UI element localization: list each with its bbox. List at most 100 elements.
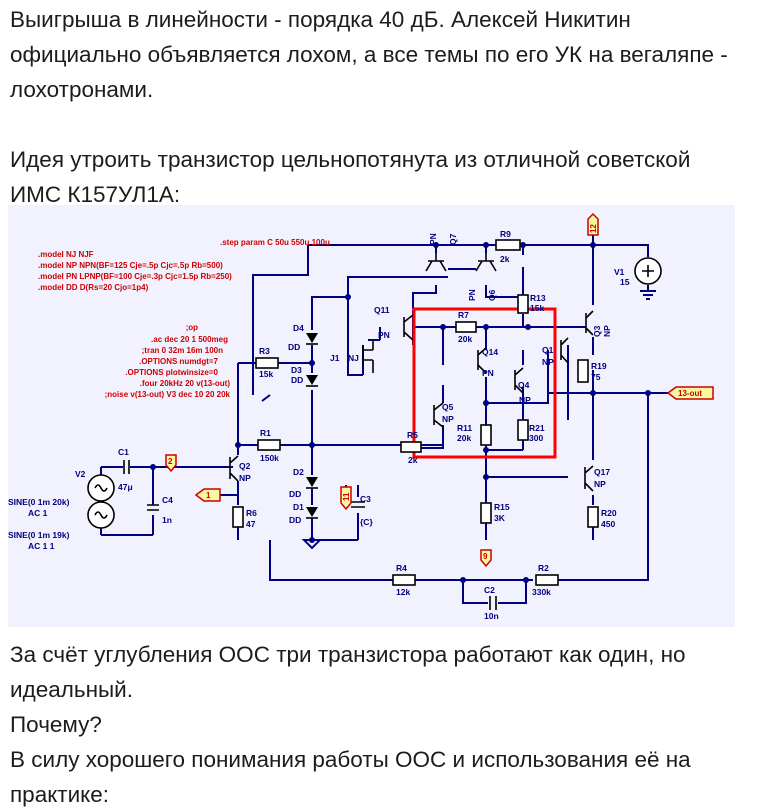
svg-text:47: 47 bbox=[246, 519, 256, 529]
model-line: .model DD D(Rs=20 Cjo=1p4) bbox=[38, 283, 149, 292]
svg-text:NP: NP bbox=[442, 414, 454, 424]
resistor-r4: R4 12k bbox=[392, 563, 416, 597]
sim-directive: .OPTIONS plotwinsize=0 bbox=[125, 368, 218, 377]
svg-text:R4: R4 bbox=[396, 563, 407, 573]
svg-text:2k: 2k bbox=[408, 455, 418, 465]
text-line: Идея утроить транзистор цельнопотянута и… bbox=[10, 147, 691, 172]
sim-directive: .OPTIONS numdgt=7 bbox=[139, 357, 218, 366]
capacitor-c1: C1 47μ bbox=[118, 447, 133, 492]
svg-text:C4: C4 bbox=[162, 495, 173, 505]
svg-text:Q3: Q3 bbox=[592, 325, 602, 337]
svg-text:Q5: Q5 bbox=[442, 402, 454, 412]
text-line: Выигрыша в линейности - порядка 40 дБ. А… bbox=[10, 7, 631, 32]
net-label-2: 2 bbox=[165, 454, 177, 473]
sim-directive: ;noise v(13-out) V3 dec 10 20 20k bbox=[105, 390, 231, 399]
transistor-q5: Q5 NP bbox=[433, 402, 454, 428]
model-line: .model PN LPNP(BF=100 Cje=.3p Cjc=1.5p R… bbox=[38, 272, 232, 281]
svg-text:Q7: Q7 bbox=[448, 233, 458, 245]
svg-text:47μ: 47μ bbox=[118, 482, 133, 492]
svg-text:3K: 3K bbox=[494, 513, 506, 523]
diode-d3: D3 DD bbox=[291, 365, 318, 387]
svg-text:15k: 15k bbox=[259, 369, 273, 379]
resistor-r9: R9 2k bbox=[495, 229, 521, 264]
svg-text:R19: R19 bbox=[591, 361, 607, 371]
net-label-1: 1 bbox=[194, 488, 221, 502]
wires bbox=[100, 235, 708, 604]
svg-text:15k: 15k bbox=[530, 303, 544, 313]
svg-text:75: 75 bbox=[591, 372, 601, 382]
svg-text:AC 1: AC 1 bbox=[28, 508, 48, 518]
svg-text:PN: PN bbox=[467, 289, 477, 301]
svg-text:R7: R7 bbox=[458, 310, 469, 320]
svg-text:R3: R3 bbox=[259, 346, 270, 356]
svg-text:R15: R15 bbox=[494, 502, 510, 512]
svg-text:Q6: Q6 bbox=[487, 289, 497, 301]
transistor-q7: Q7 PN bbox=[425, 233, 458, 272]
diodes: D4 DD D3 DD D2 DD D1 DD bbox=[288, 323, 318, 525]
resistor-r1: R1 150k bbox=[257, 428, 281, 463]
step-directive: .step param C 50u 550u 100u bbox=[220, 238, 330, 247]
svg-text:C3: C3 bbox=[360, 494, 371, 504]
transistor-q14: Q14 PN bbox=[477, 347, 498, 378]
svg-text:150k: 150k bbox=[260, 453, 279, 463]
resistor-r7: R7 20k bbox=[455, 310, 477, 344]
svg-text:D3: D3 bbox=[291, 365, 302, 375]
svg-text:Q1: Q1 bbox=[542, 345, 554, 355]
transistor-q1: Q1 NP bbox=[542, 337, 569, 367]
resistor-r20: R20 450 bbox=[587, 506, 617, 529]
svg-text:450: 450 bbox=[601, 519, 615, 529]
resistor-r19: R19 75 bbox=[577, 359, 607, 383]
transistor-q2: Q2 NP bbox=[229, 455, 251, 483]
svg-text:20k: 20k bbox=[457, 433, 471, 443]
svg-text:C1: C1 bbox=[118, 447, 129, 457]
text-line: практике: bbox=[10, 782, 110, 807]
svg-text:D2: D2 bbox=[293, 467, 304, 477]
source-v2: V2 SINE(0 1m 20k) AC 1 SINE(0 1m 19k) AC… bbox=[8, 469, 115, 551]
transistor-q17: Q17 NP bbox=[584, 465, 610, 492]
net-labels: 12 2 1 11 9 13-out bbox=[165, 212, 714, 568]
svg-text:10n: 10n bbox=[484, 611, 499, 621]
svg-text:1: 1 bbox=[206, 491, 211, 500]
capacitor-c4: C4 1n bbox=[147, 495, 173, 525]
svg-text:PN: PN bbox=[482, 368, 494, 378]
sim-directive: ;op bbox=[186, 323, 199, 332]
svg-text:V1: V1 bbox=[614, 267, 625, 277]
junction-dots bbox=[150, 242, 651, 583]
svg-text:R2: R2 bbox=[538, 563, 549, 573]
svg-text:2: 2 bbox=[168, 457, 173, 466]
transistor-q6: Q6 PN bbox=[467, 253, 497, 301]
svg-text:NP: NP bbox=[239, 473, 251, 483]
post-paragraph-3: За счёт углубления ООС три транзистора р… bbox=[10, 637, 775, 812]
transistor-q11: Q11 PN bbox=[374, 305, 414, 341]
net-label-out: 13-out bbox=[666, 386, 714, 400]
svg-text:13-out: 13-out bbox=[678, 389, 702, 398]
svg-text:SINE(0 1m 19k): SINE(0 1m 19k) bbox=[8, 530, 70, 540]
svg-text:Q14: Q14 bbox=[482, 347, 498, 357]
svg-text:12: 12 bbox=[589, 224, 598, 233]
resistors: R9 2k R13 15k R7 20k R3 15k R1 150k R5 2… bbox=[232, 229, 617, 597]
resistor-r11: R11 20k bbox=[457, 423, 492, 446]
sim-directive: .four 20kHz 20 v(13-out) bbox=[140, 379, 231, 388]
svg-text:V2: V2 bbox=[75, 469, 86, 479]
voltage-sources: V1 15 V2 SINE(0 1m 20k) AC 1 SINE(0 1m 1… bbox=[8, 257, 662, 551]
text-line: ИМС К157УЛ1А: bbox=[10, 182, 181, 207]
resistor-r5: R5 2k bbox=[400, 430, 422, 465]
sim-directive: ;tran 0 32m 16m 100n bbox=[142, 346, 223, 355]
svg-text:330k: 330k bbox=[532, 587, 551, 597]
post-paragraph-2: Идея утроить транзистор цельнопотянута и… bbox=[10, 142, 775, 212]
highlight-box bbox=[412, 307, 557, 459]
schematic-svg: .step param C 50u 550u 100u .model NJ NJ… bbox=[8, 212, 714, 621]
svg-text:NP: NP bbox=[594, 479, 606, 489]
net-label-vcc: 12 bbox=[587, 212, 599, 236]
svg-text:R13: R13 bbox=[530, 293, 546, 303]
model-line: .model NJ NJF bbox=[38, 250, 94, 259]
svg-text:DD: DD bbox=[291, 375, 303, 385]
svg-text:PN: PN bbox=[428, 233, 438, 245]
svg-text:20k: 20k bbox=[458, 334, 472, 344]
ground-icon bbox=[301, 539, 323, 550]
svg-text:9: 9 bbox=[483, 552, 488, 561]
svg-text:R20: R20 bbox=[601, 508, 617, 518]
transistors: Q7 PN Q6 PN Q11 PN J1 NJ Q14 PN bbox=[229, 233, 612, 492]
svg-text:SINE(0 1m 20k): SINE(0 1m 20k) bbox=[8, 497, 70, 507]
capacitors: C1 47μ C4 1n C3 {C} C2 10n bbox=[118, 447, 499, 621]
